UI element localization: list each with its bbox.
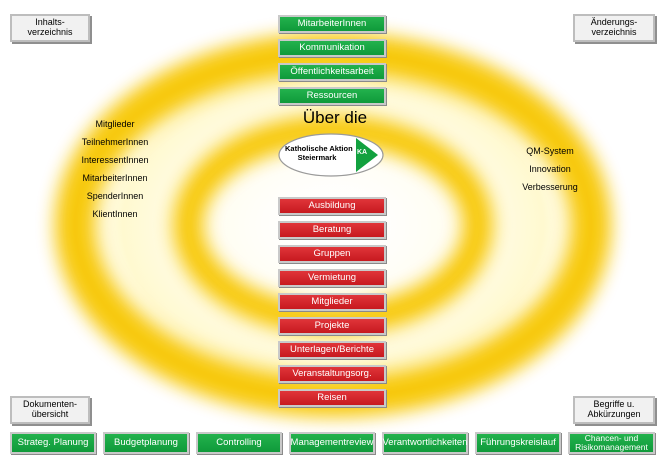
left-list-item[interactable]: InteressentInnen xyxy=(81,155,149,165)
left-list-item[interactable]: KlientInnen xyxy=(92,209,138,219)
center-button-mitglieder[interactable]: Mitglieder xyxy=(278,293,386,311)
left-list-item[interactable]: Mitglieder xyxy=(95,119,135,129)
footer-button-fuehrungskreislauf[interactable]: Führungskreislauf xyxy=(475,432,561,454)
center-button-gruppen[interactable]: Gruppen xyxy=(278,245,386,263)
right-list-item[interactable]: Verbesserung xyxy=(522,182,578,192)
page-title: Über die xyxy=(302,108,368,127)
ka-logo[interactable]: Katholische Aktion Steiermark KA xyxy=(277,132,385,178)
right-list-item[interactable]: Innovation xyxy=(529,164,571,174)
center-button-projekte[interactable]: Projekte xyxy=(278,317,386,335)
center-button-reisen[interactable]: Reisen xyxy=(278,389,386,407)
logo-text: Katholische Aktion Steiermark xyxy=(285,144,353,162)
footer-button-controlling[interactable]: Controlling xyxy=(196,432,282,454)
footer-button-chancen-risikomanagement[interactable]: Chancen- und Risikomanagement xyxy=(568,432,655,454)
center-button-oeffentlichkeitsarbeit[interactable]: Öffentlichkeitsarbeit xyxy=(278,63,386,81)
ka-logo-icon xyxy=(278,133,384,177)
left-list-item[interactable]: MitarbeiterInnen xyxy=(82,173,148,183)
right-list-item[interactable]: QM-System xyxy=(526,146,574,156)
center-button-veranstaltungsorg[interactable]: Veranstaltungsorg. xyxy=(278,365,386,383)
left-list-item[interactable]: SpenderInnen xyxy=(86,191,144,201)
toc-button[interactable]: Inhalts- verzeichnis xyxy=(10,14,90,42)
footer-button-verantwortlichkeiten[interactable]: Verantwortlichkeiten xyxy=(382,432,468,454)
center-button-ressourcen[interactable]: Ressourcen xyxy=(278,87,386,105)
footer-button-budgetplanung[interactable]: Budgetplanung xyxy=(103,432,189,454)
footer-button-strateg-planung[interactable]: Strateg. Planung xyxy=(10,432,96,454)
center-button-mitarbeiterinnen[interactable]: MitarbeiterInnen xyxy=(278,15,386,33)
logo-mark: KA xyxy=(357,149,368,156)
document-overview-button[interactable]: Dokumenten- übersicht xyxy=(10,396,90,424)
center-button-kommunikation[interactable]: Kommunikation xyxy=(278,39,386,57)
center-button-vermietung[interactable]: Vermietung xyxy=(278,269,386,287)
glossary-button[interactable]: Begriffe u. Abkürzungen xyxy=(573,396,655,424)
center-button-unterlagen-berichte[interactable]: Unterlagen/Berichte xyxy=(278,341,386,359)
footer-button-managementreview[interactable]: Managementreview xyxy=(289,432,375,454)
changelog-button[interactable]: Änderungs- verzeichnis xyxy=(573,14,655,42)
center-button-beratung[interactable]: Beratung xyxy=(278,221,386,239)
left-list-item[interactable]: TeilnehmerInnen xyxy=(81,137,149,147)
center-button-ausbildung[interactable]: Ausbildung xyxy=(278,197,386,215)
